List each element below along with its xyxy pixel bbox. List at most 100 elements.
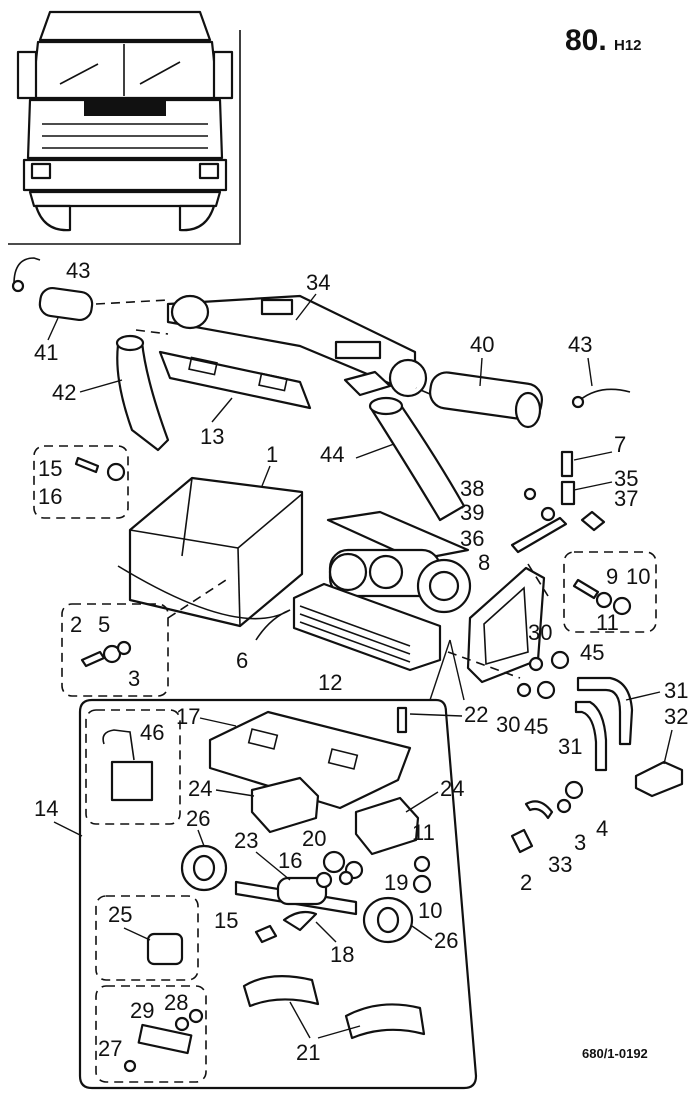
page-number: 80. (565, 24, 607, 57)
washer-11 (413, 855, 431, 873)
group-27-28-29 (95, 985, 207, 1083)
hose-40 (429, 371, 543, 421)
callout-16: 16 (38, 484, 62, 509)
sensor-46 (110, 760, 154, 802)
screw-15 (254, 924, 278, 944)
pipe-31-upper (576, 676, 634, 746)
callout-5: 5 (98, 612, 110, 637)
callout-21: 21 (296, 1040, 320, 1065)
callout-25: 25 (108, 902, 132, 927)
hose-44 (370, 402, 466, 522)
callout-43a: 43 (66, 258, 90, 283)
callout-4: 4 (596, 816, 608, 841)
group-15-16 (33, 445, 129, 519)
washer-19 (338, 870, 354, 886)
mounting-plate-17 (208, 710, 412, 810)
callout-31b: 31 (558, 734, 582, 759)
lever-36 (510, 516, 568, 554)
blower-plate (326, 510, 470, 562)
hose-41 (38, 286, 94, 322)
drawing-reference: 680/1-0192 (582, 1046, 648, 1061)
callout-44: 44 (320, 442, 344, 467)
callout-10b: 10 (418, 898, 442, 923)
bracket-24-left (250, 776, 320, 834)
callout-9: 9 (606, 564, 618, 589)
callout-3: 3 (128, 666, 140, 691)
callout-30a: 30 (528, 620, 552, 645)
knob-37 (580, 510, 606, 532)
callout-34: 34 (306, 270, 330, 295)
callout-17: 17 (176, 704, 200, 729)
callout-16b: 16 (278, 848, 302, 873)
callout-31a: 31 (664, 678, 688, 703)
heater-core-12 (292, 582, 442, 672)
hose-43-right (579, 388, 631, 401)
motor-23 (276, 876, 328, 906)
washer-16 (315, 871, 333, 889)
callout-18: 18 (330, 942, 354, 967)
callout-14: 14 (34, 796, 58, 821)
callout-26b: 26 (434, 928, 458, 953)
callout-15b: 15 (214, 908, 238, 933)
callout-20: 20 (302, 826, 326, 851)
callout-32: 32 (664, 704, 688, 729)
terminal-28 (188, 1008, 204, 1024)
callout-11: 11 (596, 610, 619, 635)
callout-29: 29 (130, 998, 154, 1023)
callout-27: 27 (98, 1036, 122, 1061)
resistor-25 (146, 932, 184, 966)
callout-15: 15 (38, 456, 62, 481)
clip-33 (524, 800, 554, 820)
half-shell-21-right (344, 1003, 426, 1040)
bushing-20 (322, 850, 346, 874)
callout-12: 12 (318, 670, 342, 695)
callout-23: 23 (234, 828, 258, 853)
group-9-10-11 (563, 551, 657, 633)
callout-40: 40 (470, 332, 494, 357)
clip-38 (523, 487, 537, 501)
page-number-suffix: H12 (614, 37, 642, 54)
callout-10: 10 (626, 564, 650, 589)
hose-42 (116, 340, 170, 452)
half-shell-21-left (242, 975, 320, 1008)
callout-24b: 24 (440, 776, 464, 801)
spring-7 (560, 450, 574, 478)
callout-41: 41 (34, 340, 58, 365)
callout-28: 28 (164, 990, 188, 1015)
callout-36: 36 (460, 526, 484, 551)
connector-27 (137, 1023, 193, 1055)
callout-1: 1 (266, 442, 278, 467)
truck-front-view (8, 10, 241, 245)
washer-39 (540, 506, 556, 522)
callout-22: 22 (464, 702, 488, 727)
nut-10 (412, 874, 432, 894)
callout-6: 6 (236, 648, 248, 673)
callout-30b: 30 (496, 712, 520, 737)
clamp-18 (282, 910, 318, 932)
callout-8: 8 (478, 550, 490, 575)
callout-39: 39 (460, 500, 484, 525)
callout-2: 2 (70, 612, 82, 637)
callout-45b: 45 (524, 714, 548, 739)
callout-38: 38 (460, 476, 484, 501)
callout-2b: 2 (520, 870, 532, 895)
callout-42: 42 (52, 380, 76, 405)
callout-24a: 24 (188, 776, 212, 801)
group-46 (85, 709, 181, 825)
group-25 (95, 895, 199, 981)
callout-43b: 43 (568, 332, 592, 357)
callout-3b: 3 (574, 830, 586, 855)
callout-26a: 26 (186, 806, 210, 831)
callout-45a: 45 (580, 640, 604, 665)
callout-35: 35 (614, 466, 638, 491)
callout-19: 19 (384, 870, 408, 895)
callout-46: 46 (140, 720, 164, 745)
clamp-32 (634, 760, 684, 798)
bracket-24-right (354, 796, 420, 856)
terminal-29 (174, 1016, 190, 1032)
callout-7: 7 (614, 432, 626, 457)
screw-22 (396, 706, 408, 734)
pin-35 (560, 480, 576, 506)
